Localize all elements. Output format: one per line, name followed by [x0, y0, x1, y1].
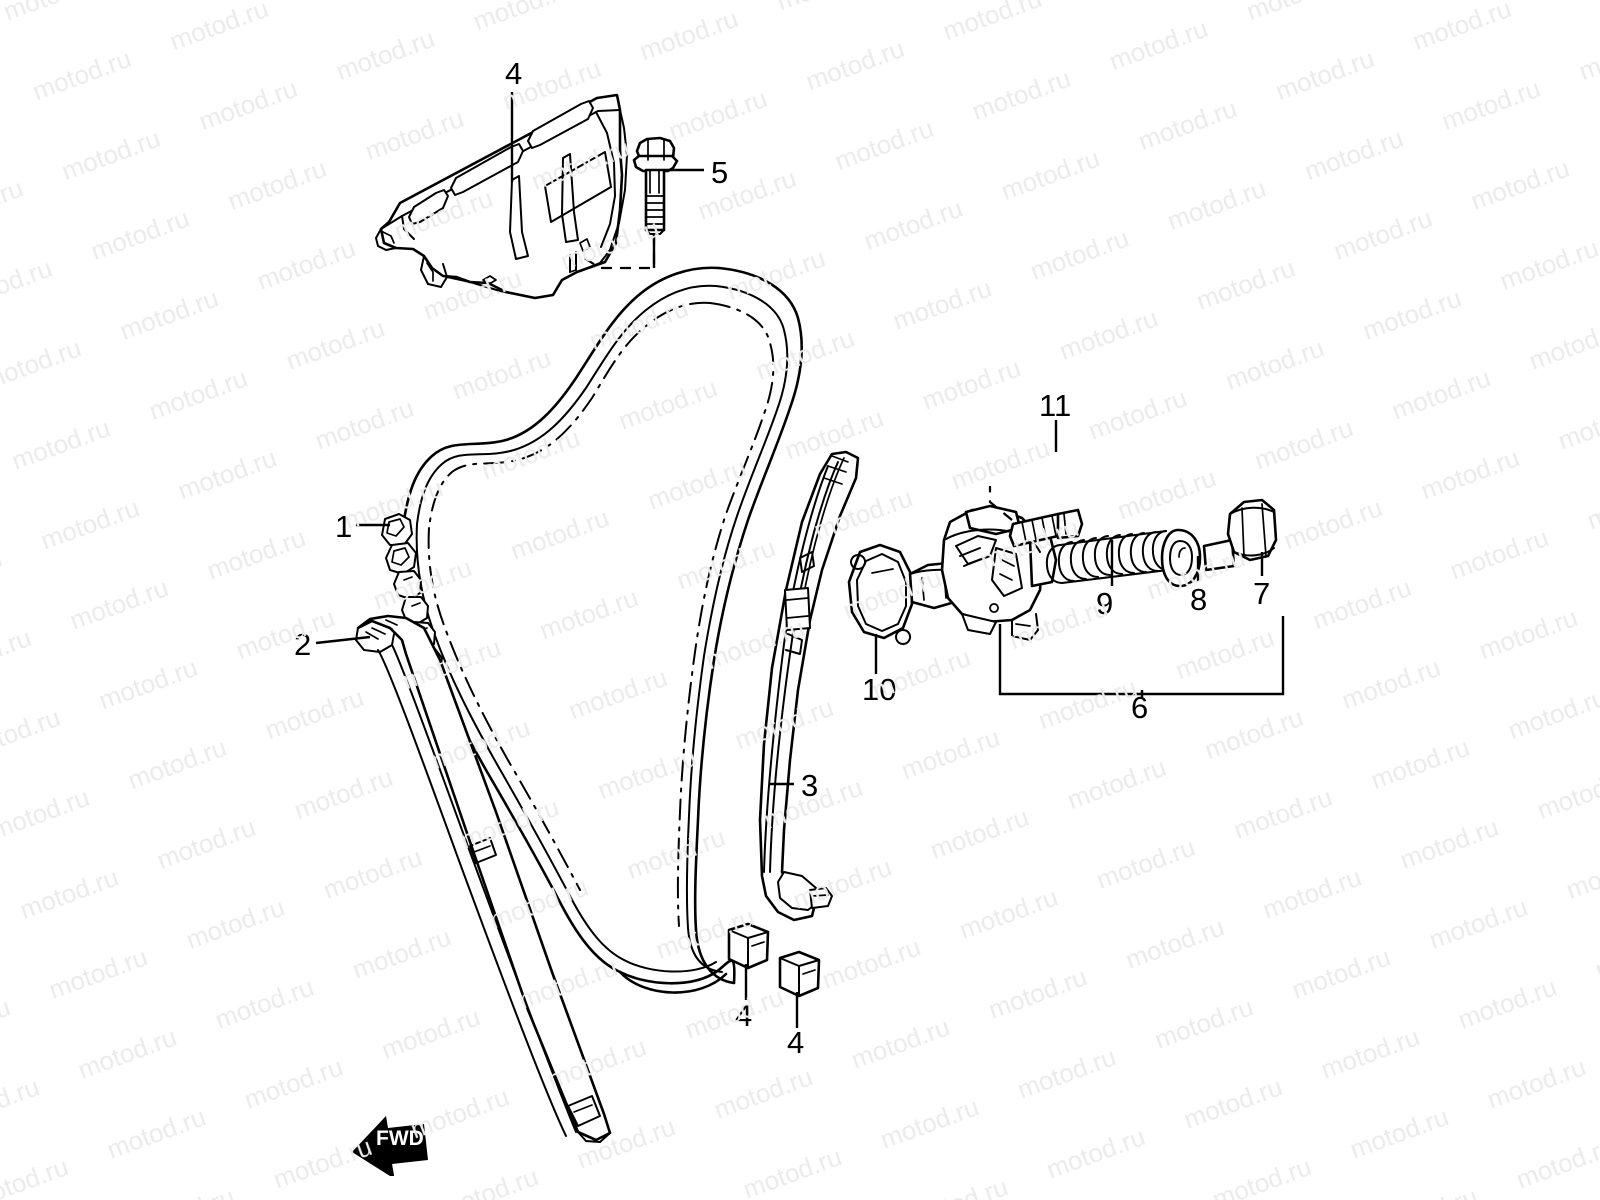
part-2-chain-tensioner-guide	[355, 614, 612, 1143]
callout-label-7: 6	[1131, 690, 1149, 725]
callout-label-9: 8	[1190, 582, 1208, 617]
fwd-label: FWD	[376, 1127, 424, 1150]
callout-label-8: 7	[1253, 576, 1271, 611]
part-9-tensioner-washer	[1160, 528, 1202, 588]
callout-label-11: 10	[862, 672, 897, 707]
callout-label-2: 2	[294, 627, 312, 662]
part-3-cam-chain-guide	[758, 450, 860, 922]
part-1-cam-chain	[381, 266, 803, 994]
callout-label-5: 4	[505, 56, 523, 91]
part-8-tensioner-cap-bolt	[1202, 498, 1278, 572]
callout-label-3: 3	[801, 768, 819, 803]
callout-label-6: 5	[711, 155, 729, 190]
callout-label-4a: 4	[735, 998, 753, 1033]
part-4b-chain-damper	[778, 950, 821, 998]
part-5-cam-chain-guide-upper	[375, 93, 628, 300]
callout-label-4b: 4	[787, 1025, 805, 1060]
callout-label-12: 11	[1039, 388, 1072, 423]
part-10-tensioner-spring	[1045, 530, 1169, 584]
part-11-tensioner-gasket	[847, 543, 914, 645]
leader-2	[315, 635, 371, 645]
part-4a-chain-damper	[727, 922, 770, 970]
part-6-flange-bolt	[632, 136, 679, 235]
callout-label-1: 1	[335, 509, 353, 544]
callout-label-10: 9	[1096, 586, 1114, 621]
leader-7-bracket	[998, 616, 1285, 696]
